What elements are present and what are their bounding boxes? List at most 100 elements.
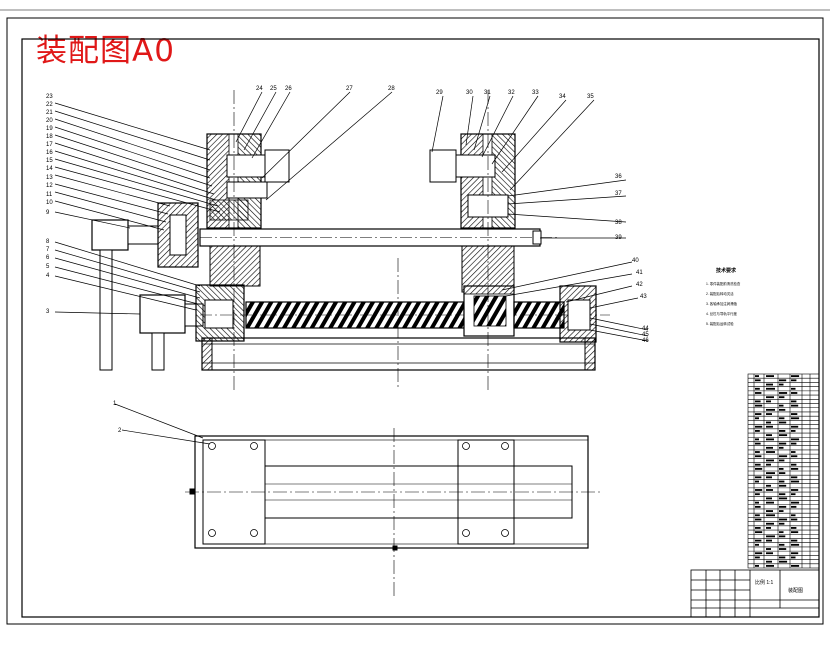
tech-requirements-heading: 技术要求 (716, 267, 737, 274)
plan-holes (208, 442, 509, 537)
part-number-top: 34 (559, 94, 566, 100)
parts-list-entry (779, 548, 787, 550)
parts-list-entry (755, 543, 759, 546)
part-number-left: 8 (46, 239, 50, 245)
part-number-right: 39 (615, 235, 622, 241)
parts-list-entry (779, 392, 788, 394)
parts-list-entry (755, 451, 760, 453)
title-block-main: 比例 1:1 (755, 579, 774, 586)
parts-list-entry (779, 556, 786, 559)
parts-list-entry (791, 531, 799, 534)
part-number-left: 6 (46, 255, 50, 261)
parts-list-entry (755, 527, 761, 529)
parts-list-entry (791, 417, 800, 420)
parts-list-entry (766, 535, 775, 538)
parts-list-entry (766, 396, 774, 399)
parts-list-entry (779, 383, 784, 386)
parts-list-entry (755, 425, 763, 428)
parts-list-entry (779, 459, 785, 462)
part-number-left: 5 (46, 264, 50, 270)
parts-list-entry (791, 527, 797, 529)
parts-list-entry (779, 493, 786, 496)
left-tower-lower (209, 245, 261, 287)
part-number-top: 24 (256, 86, 263, 92)
parts-list-entry (791, 442, 797, 445)
part-number-top: 27 (346, 86, 353, 92)
title-block-name: 装配图 (788, 587, 803, 594)
parts-list-entry (766, 497, 772, 500)
parts-list-entry (766, 472, 775, 475)
part-number-left: 12 (46, 183, 53, 189)
parts-list-entry (755, 379, 761, 382)
part-number-top: 25 (270, 86, 277, 92)
leaders-right (501, 179, 649, 342)
parts-list-entry (755, 400, 761, 403)
parts-list-entry (791, 501, 800, 504)
parts-list-entry (779, 543, 785, 546)
parts-list-entry (779, 472, 786, 475)
base-hatch-right (584, 337, 596, 371)
tech-requirement-line: 2. 装配后转动灵活 (706, 291, 734, 296)
parts-list-entry (791, 413, 798, 415)
parts-list-entry (791, 518, 798, 521)
parts-list-entry (755, 518, 762, 521)
tech-requirement-line: 4. 丝杠与导轨平行度 (706, 311, 738, 316)
parts-list-entry (766, 400, 771, 403)
drawing-title: 装配图A0 (36, 33, 175, 69)
parts-list-entry (766, 425, 773, 428)
part-number-left: 19 (46, 126, 53, 132)
parts-list-entry (766, 375, 774, 378)
parts-list-entry (766, 383, 773, 386)
parts-list-entry (755, 539, 762, 542)
parts-list-entry (766, 387, 775, 390)
parts-list-entry (755, 480, 759, 483)
part-number-right: 37 (615, 191, 622, 197)
part-number-left: 15 (46, 158, 53, 164)
parts-list-entry (766, 560, 772, 563)
parts-list-entry (766, 564, 774, 567)
parts-list-entry (779, 484, 787, 487)
base-plate (201, 337, 596, 371)
parts-list-entry (779, 442, 787, 445)
part-number-left: 9 (46, 210, 50, 216)
parts-list-entry (791, 379, 797, 382)
parts-list-entry (779, 522, 785, 525)
parts-list-entry (766, 459, 774, 462)
part-number-left: 23 (46, 94, 53, 100)
parts-list-entry (766, 514, 775, 517)
parts-list-entry (791, 392, 798, 394)
part-number-top: 33 (532, 90, 539, 96)
parts-list-entry (791, 467, 799, 470)
parts-list-entry (755, 387, 760, 390)
parts-list-entry (791, 543, 800, 546)
parts-list-entry (779, 434, 788, 437)
parts-list-entry (755, 552, 763, 555)
part-number-left: 18 (46, 134, 53, 140)
parts-list-entry (755, 413, 762, 415)
parts-list-entry (791, 489, 799, 491)
part-number-left: 7 (46, 247, 50, 253)
part-number-left: 17 (46, 142, 53, 148)
parts-list-entry (791, 514, 796, 517)
parts-list-entry (755, 430, 760, 432)
parts-list-entry (779, 467, 784, 470)
part-number-right: 38 (615, 220, 622, 226)
part-number-right: 45 (642, 332, 649, 338)
leaders-left (54, 102, 221, 315)
parts-list-entry (791, 438, 800, 441)
parts-list-entry (791, 556, 796, 559)
parts-list-entry (766, 489, 773, 491)
parts-list-entry (755, 476, 762, 479)
parts-list-entry (755, 438, 759, 441)
tech-requirement-line: 3. 各轴承加注润滑脂 (706, 301, 738, 306)
parts-list-entry (779, 560, 788, 563)
part-number-left: 10 (46, 200, 53, 206)
parts-list-entry (779, 480, 785, 483)
parts-list-entry (791, 463, 797, 466)
parts-list-entry (779, 497, 788, 500)
parts-list-entry (791, 552, 799, 555)
part-number-left: 14 (46, 166, 53, 172)
